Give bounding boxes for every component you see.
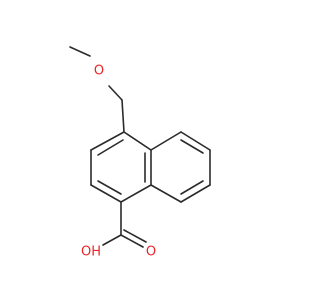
bond-cooh-c-o-1: [120, 234, 144, 248]
bond-c4a-c5: [150, 131, 182, 151]
bond-c4a-c4: [123, 131, 152, 151]
methoxy-oxygen-label: O: [94, 64, 104, 79]
bond-c7-c8: [180, 184, 211, 203]
double-bond-c7-c8: [180, 180, 204, 195]
bond-c2-c1: [90, 184, 122, 203]
bond-ch2-c4: [121, 99, 125, 133]
bond-cooh-c-oh: [102, 234, 122, 246]
hydroxyl-label: OH: [81, 245, 101, 260]
bond-c8-c8a: [150, 184, 182, 203]
bond-c4-c3: [90, 131, 125, 151]
bond-o-ch2: [108, 85, 123, 101]
atom-label-group: O O OH: [81, 64, 156, 260]
double-bond-c1-c2: [97, 180, 122, 195]
bond-group: [69, 46, 211, 248]
bond-methyl-o: [69, 46, 91, 57]
bond-c5-c6: [180, 131, 211, 151]
bond-c1-c8a: [120, 184, 152, 203]
double-bond-c5-c6: [180, 139, 204, 154]
carbonyl-oxygen-label: O: [146, 245, 156, 260]
double-bond-c3-c4: [97, 139, 124, 156]
bond-cooh-c-o-2: [123, 229, 147, 243]
molecule-structure: O O OH: [69, 46, 211, 260]
